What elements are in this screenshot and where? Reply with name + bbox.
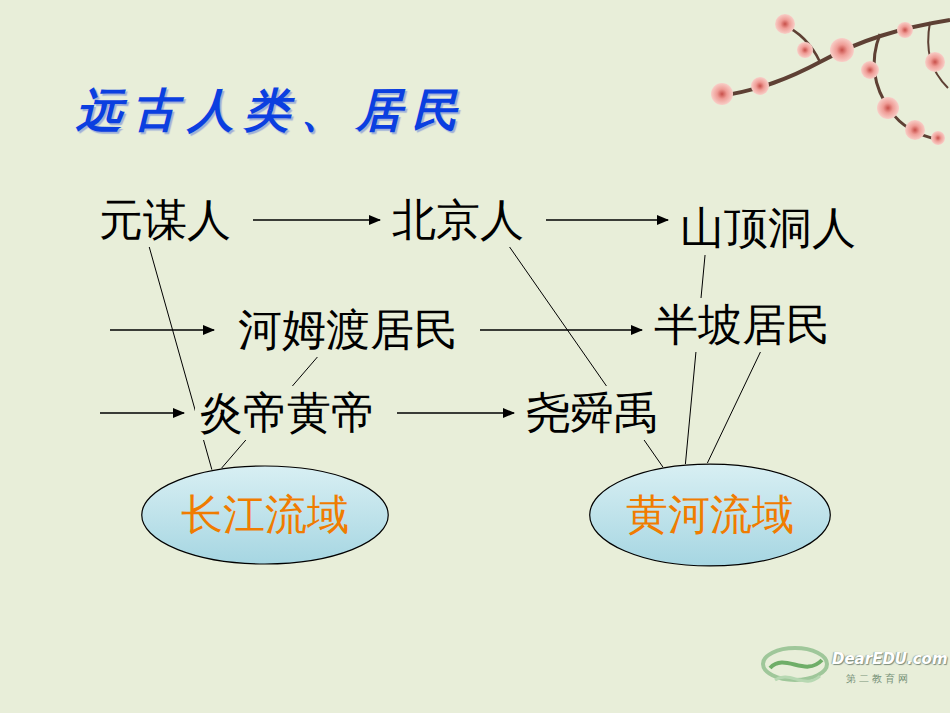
basin-link (685, 251, 705, 464)
basin-ellipse: 长江流域 (140, 465, 390, 565)
basin-link (507, 243, 663, 467)
lead-in-arrow (100, 412, 184, 414)
era-name: 尧舜禹 (526, 388, 658, 439)
watermark-text: 第二教育网 (846, 672, 911, 686)
plum-blossom (711, 14, 950, 145)
sequence-arrow (397, 412, 514, 414)
era-name: 半坡居民 (654, 300, 830, 351)
lead-in-arrow (110, 329, 214, 331)
basin-ellipse: 黄河流域 (588, 463, 832, 567)
era-label: 河姆渡居民 (234, 303, 462, 358)
era-name: 炎帝黄帝 (199, 388, 375, 439)
era-label: 半坡居民 (650, 298, 834, 353)
era-label: 元谋人 (95, 193, 235, 248)
basin-link (707, 348, 762, 463)
watermark-text: DearEDU.com (832, 650, 948, 668)
era-name: 山顶洞人 (680, 203, 856, 254)
era-name: 河姆渡居民 (238, 305, 458, 356)
era-label: 北京人 (388, 193, 528, 248)
diagram-title: 远古人类、居民 (76, 80, 468, 142)
sequence-arrow (546, 219, 668, 221)
watermark-logo (763, 648, 827, 681)
sequence-arrow (480, 329, 642, 331)
basin-name: 长江流域 (181, 487, 349, 543)
era-name: 元谋人 (99, 195, 231, 246)
era-name: 北京人 (392, 195, 524, 246)
era-label: 炎帝黄帝 (195, 386, 379, 441)
era-label: 山顶洞人 (676, 201, 860, 256)
era-label: 尧舜禹 (522, 386, 662, 441)
sequence-arrow (253, 219, 380, 221)
basin-name: 黄河流域 (626, 487, 794, 543)
